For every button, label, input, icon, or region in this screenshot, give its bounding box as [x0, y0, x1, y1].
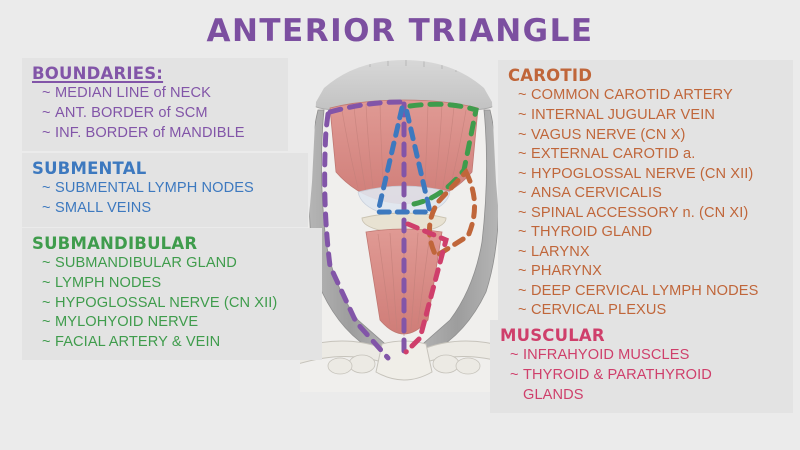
list-item-label: SPINAL ACCESSORY n. (CN XI) [531, 204, 749, 221]
list-item-label: ANT. BORDER of SCM [55, 105, 208, 122]
list-item: ~ HYPOGLOSSAL NERVE (CN XII) [518, 165, 783, 185]
list-item: ~ SPINAL ACCESSORY n. (CN XI) [518, 204, 783, 224]
list-item-label: EXTERNAL CAROTID a. [531, 146, 696, 163]
panel-submental-list: ~ SUBMENTAL LYMPH NODES ~ SMALL VEINS [32, 179, 298, 218]
bullet-marker: ~ [42, 105, 51, 122]
bullet-marker: ~ [42, 180, 51, 197]
panel-muscular: MUSCULAR ~ INFRAHYOID MUSCLES ~ THYROID … [490, 320, 793, 414]
bullet-marker: ~ [510, 347, 519, 364]
list-item: ~ ANT. BORDER of SCM [42, 104, 278, 124]
bullet-marker: ~ [518, 146, 527, 163]
list-item-label: THYROID & PARATHYROID GLANDS [523, 367, 712, 403]
bullet-marker: ~ [42, 294, 51, 311]
list-item-label: FACIAL ARTERY & VEIN [55, 333, 221, 350]
panel-submandibular-list: ~ SUBMANDIBULAR GLAND ~ LYMPH NODES ~ HY… [32, 254, 312, 352]
list-item-label: MEDIAN LINE of NECK [55, 85, 211, 102]
list-item: ~ THYROID GLAND [518, 223, 783, 243]
overlay-submandibular-triangle [407, 101, 479, 207]
bullet-marker: ~ [42, 85, 51, 102]
bullet-marker: ~ [42, 255, 51, 272]
panel-muscular-heading: MUSCULAR [500, 326, 605, 345]
bullet-marker: ~ [518, 282, 527, 299]
list-item-label: INF. BORDER of MANDIBLE [55, 124, 245, 141]
list-item-label: COMMON CAROTID ARTERY [531, 87, 733, 104]
overlay-muscular-triangle [403, 221, 449, 355]
list-item-label: THYROID GLAND [531, 224, 653, 241]
page-title: ANTERIOR TRIANGLE [206, 13, 594, 49]
panel-submental-heading: SUBMENTAL [32, 159, 147, 178]
list-item-label: LARYNX [531, 243, 590, 260]
list-item: ~ SUBMANDIBULAR GLAND [42, 254, 312, 274]
bullet-marker: ~ [518, 204, 527, 221]
list-item: ~ CERVICAL PLEXUS [518, 301, 783, 321]
bullet-marker: ~ [42, 314, 51, 331]
list-item-label: SMALL VEINS [55, 200, 152, 217]
panel-carotid: CAROTID ~ COMMON CAROTID ARTERY ~ INTERN… [498, 60, 793, 330]
panel-submental: SUBMENTAL ~ SUBMENTAL LYMPH NODES ~ SMAL… [22, 153, 308, 227]
bullet-marker: ~ [42, 275, 51, 292]
panel-boundaries-list: ~ MEDIAN LINE of NECK ~ ANT. BORDER of S… [32, 84, 278, 143]
bullet-marker: ~ [510, 367, 519, 384]
list-item: ~ LYMPH NODES [42, 274, 312, 294]
list-item-label: MYLOHYOID NERVE [55, 314, 199, 331]
list-item-label: HYPOGLOSSAL NERVE (CN XII) [531, 165, 754, 182]
panel-boundaries: BOUNDARIES: ~ MEDIAN LINE of NECK ~ ANT.… [22, 58, 288, 152]
list-item-label: INTERNAL JUGULAR VEIN [531, 107, 716, 124]
sternum-manubrium [375, 340, 433, 381]
costal-cartilages [327, 354, 481, 375]
bullet-marker: ~ [518, 126, 527, 143]
bullet-marker: ~ [518, 224, 527, 241]
bullet-marker: ~ [518, 185, 527, 202]
list-item-label: CERVICAL PLEXUS [531, 302, 667, 319]
bullet-marker: ~ [42, 333, 51, 350]
list-item: ~ COMMON CAROTID ARTERY [518, 86, 783, 106]
panel-boundaries-heading: BOUNDARIES: [32, 64, 164, 83]
list-item-label: INFRAHYOID MUSCLES [523, 347, 690, 364]
list-item: ~ VAGUS NERVE (CN X) [518, 126, 783, 146]
list-item: ~ ANSA CERVICALIS [518, 184, 783, 204]
list-item: ~ HYPOGLOSSAL NERVE (CN XII) [42, 294, 312, 314]
list-item: ~ INF. BORDER of MANDIBLE [42, 124, 278, 144]
bullet-marker: ~ [42, 200, 51, 217]
list-item-label: VAGUS NERVE (CN X) [531, 126, 686, 143]
list-item: ~ SMALL VEINS [42, 199, 298, 219]
list-item-label: SUBMENTAL LYMPH NODES [55, 180, 254, 197]
overlay-carotid-triangle [427, 167, 478, 260]
bullet-marker: ~ [518, 165, 527, 182]
triangle-overlays [322, 99, 479, 361]
bullet-marker: ~ [518, 87, 527, 104]
bullet-marker: ~ [42, 124, 51, 141]
list-item: ~ LARYNX [518, 243, 783, 263]
list-item-label: HYPOGLOSSAL NERVE (CN XII) [55, 294, 278, 311]
overlay-submental-triangle [374, 105, 434, 215]
bullet-marker: ~ [518, 263, 527, 280]
list-item: ~ INFRAHYOID MUSCLES [510, 346, 783, 366]
panel-submandibular: SUBMANDIBULAR ~ SUBMANDIBULAR GLAND ~ LY… [22, 228, 322, 361]
list-item-label: LYMPH NODES [55, 275, 162, 292]
list-item-label: PHARYNX [531, 263, 602, 280]
bullet-marker: ~ [518, 243, 527, 260]
panel-carotid-heading: CAROTID [508, 66, 593, 85]
list-item: ~ FACIAL ARTERY & VEIN [42, 333, 312, 353]
list-item: ~ MYLOHYOID NERVE [42, 313, 312, 333]
overlay-anterior-triangle-left [322, 111, 391, 361]
list-item-label: DEEP CERVICAL LYMPH NODES [531, 282, 759, 299]
bullet-marker: ~ [518, 107, 527, 124]
list-item: ~ EXTERNAL CAROTID a. [518, 145, 783, 165]
list-item: ~ PHARYNX [518, 262, 783, 282]
list-item: ~ SUBMENTAL LYMPH NODES [42, 179, 298, 199]
list-item: ~ MEDIAN LINE of NECK [42, 84, 278, 104]
panel-muscular-list: ~ INFRAHYOID MUSCLES ~ THYROID & PARATHY… [500, 346, 783, 405]
anatomy-illustration [296, 52, 512, 450]
list-item: ~ INTERNAL JUGULAR VEIN [518, 106, 783, 126]
panel-submandibular-heading: SUBMANDIBULAR [32, 234, 198, 253]
list-item-label: ANSA CERVICALIS [531, 185, 663, 202]
panel-carotid-list: ~ COMMON CAROTID ARTERY ~ INTERNAL JUGUL… [508, 86, 783, 321]
bullet-marker: ~ [518, 302, 527, 319]
list-item-label: SUBMANDIBULAR GLAND [55, 255, 237, 272]
list-item: ~ DEEP CERVICAL LYMPH NODES [518, 282, 783, 302]
list-item: ~ THYROID & PARATHYROID GLANDS [510, 366, 783, 405]
overlay-mandible-border-left [327, 99, 403, 115]
